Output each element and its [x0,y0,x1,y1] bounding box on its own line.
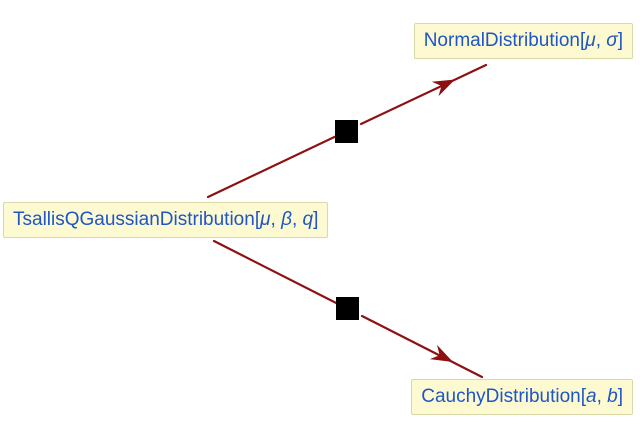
param-beta: β [281,209,292,230]
param-sigma: σ [606,30,618,51]
open-bracket: [ [579,30,586,51]
param-b: b [607,386,618,407]
node-tsallis-q-gaussian-distribution[interactable]: TsallisQGaussianDistribution[μ, β, q] [3,202,329,238]
edge-line [212,239,350,311]
edge-to-normal-distribution [206,63,488,199]
edge-line [359,63,488,126]
edge-line [360,314,484,379]
open-bracket: [ [580,386,586,407]
separator: , [270,209,282,230]
edge-to-cauchy-distribution [212,239,484,379]
distribution-name: CauchyDistribution [421,386,581,407]
separator: , [595,30,607,51]
close-bracket: ] [617,386,623,407]
open-bracket: [ [254,209,261,230]
separator: , [596,386,608,407]
edge-line [206,129,349,199]
node-normal-distribution[interactable]: NormalDistribution[μ, σ] [413,23,633,59]
close-bracket: ] [617,30,623,51]
param-mu: μ [260,209,271,230]
param-a: a [586,386,597,407]
arrowhead-icon [429,344,453,362]
separator: , [291,209,303,230]
distribution-name: TsallisQGaussianDistribution [13,209,255,230]
param-mu: μ [585,30,596,51]
limit-marker-square [335,120,358,143]
node-cauchy-distribution[interactable]: CauchyDistribution[a, b] [411,379,633,415]
distribution-name: NormalDistribution [423,30,580,51]
param-q: q [302,209,314,230]
close-bracket: ] [313,209,319,230]
arrowhead-icon [431,79,455,97]
limit-marker-square [336,297,359,320]
